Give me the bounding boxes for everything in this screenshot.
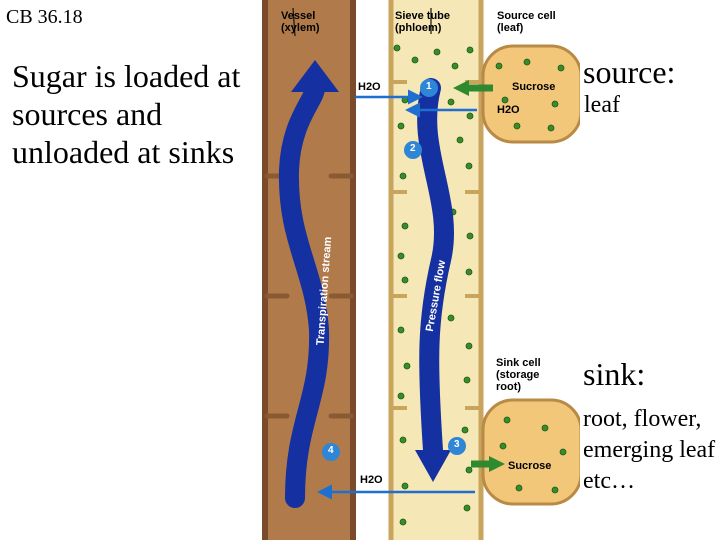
step-3: 3 [454, 439, 460, 450]
sink-cell [481, 398, 580, 506]
sink-heading: sink: [583, 356, 646, 392]
figure-code: CB 36.18 [6, 6, 83, 28]
sink-detail: root, flower, emerging leaf etc… [583, 406, 716, 494]
h2o-in-label: H2O [358, 81, 381, 93]
source-cell-label: Source cell(leaf) [497, 10, 556, 34]
step-badges [322, 79, 466, 461]
transpiration-arrow [278, 60, 339, 508]
h2o-out-label: H2O [497, 104, 520, 116]
source-heading: source: [583, 54, 676, 90]
step-2: 2 [410, 143, 416, 154]
vessel-label: Vessel(xylem) [281, 10, 320, 34]
pressure-flow-arrow [415, 78, 455, 482]
h2o-bottom-label: H2O [360, 474, 383, 486]
sucrose-dots [393, 44, 567, 526]
step-4: 4 [328, 445, 334, 456]
sieve-label: Sieve tube(phloem) [395, 10, 451, 34]
caption: Sugar is loaded at sources and unloaded … [12, 58, 241, 170]
source-detail: leaf [584, 92, 620, 118]
sucrose-top-label: Sucrose [512, 81, 556, 93]
h2o-arrows [317, 89, 477, 500]
label-leaders [292, 7, 432, 37]
step-1: 1 [426, 81, 432, 92]
phloem-transport-diagram [262, 0, 580, 540]
sucrose-bottom-label: Sucrose [508, 460, 552, 472]
source-cell [481, 44, 580, 144]
green-arrows [453, 80, 505, 472]
